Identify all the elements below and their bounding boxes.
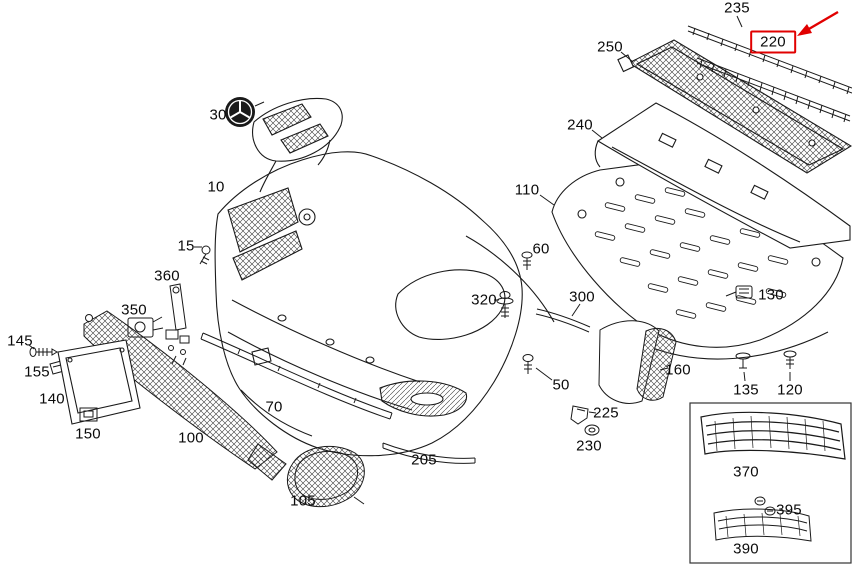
part-label-320[interactable]: 320: [471, 291, 497, 309]
sensor-hole: [277, 314, 287, 322]
seal-strip-235: [687, 25, 852, 95]
wheel-arch-trim-160: [598, 320, 677, 404]
grille-insert-390: [713, 508, 812, 542]
part-label-250[interactable]: 250: [597, 38, 623, 56]
part-label-60[interactable]: 60: [532, 240, 550, 258]
part-label-370[interactable]: 370: [733, 463, 759, 481]
tow-cap: [251, 347, 272, 366]
front-panel-240: [594, 102, 851, 249]
highlight-annotation: [797, 10, 839, 36]
part-label-145[interactable]: 145: [7, 332, 33, 350]
part-label-350[interactable]: 350: [121, 301, 147, 319]
part-label-150[interactable]: 150: [75, 425, 101, 443]
part-label-105[interactable]: 105: [290, 492, 316, 510]
clip-225: [570, 405, 597, 425]
part-label-390[interactable]: 390: [733, 540, 759, 558]
part-label-235[interactable]: 235: [724, 0, 750, 17]
sensor-hole: [325, 338, 335, 346]
trim-strip-300: [535, 303, 591, 333]
part-label-100[interactable]: 100: [178, 429, 204, 447]
screw-320: [494, 291, 514, 318]
emblem-mount-ring: [298, 208, 316, 226]
screw-120: [783, 350, 797, 381]
part-label-225[interactable]: 225: [593, 404, 619, 422]
bumper-top-grille: [252, 97, 343, 193]
screw-15: [194, 245, 211, 265]
part-label-15[interactable]: 15: [177, 237, 195, 255]
bumper-grille-hatch-upper: [227, 187, 299, 253]
grille-insert-105: [286, 445, 365, 508]
grommet-230: [584, 424, 600, 436]
clip-130: [725, 285, 753, 299]
part-label-395[interactable]: 395: [776, 501, 802, 519]
trim-strip-205: [382, 442, 476, 464]
highlight-arrowhead: [797, 24, 812, 36]
clips-395: [754, 496, 776, 516]
bolt-50: [522, 354, 553, 381]
under-shield-110: [551, 157, 844, 360]
bumper-grille-hatch-lower: [232, 230, 303, 281]
part-label-155[interactable]: 155: [24, 363, 50, 381]
part-label-120[interactable]: 120: [777, 381, 803, 399]
part-label-110[interactable]: 110: [514, 181, 540, 199]
sensor-bracket-360: [165, 283, 190, 366]
part-label-240[interactable]: 240: [567, 116, 593, 134]
bumper-cover-outline: [214, 151, 555, 457]
part-label-10[interactable]: 10: [207, 178, 225, 196]
trim-strip-70: [200, 332, 393, 420]
part-label-360[interactable]: 360: [154, 267, 180, 285]
part-label-130[interactable]: 130: [758, 286, 784, 304]
part-label-300[interactable]: 300: [569, 288, 595, 306]
license-bracket-140: [57, 339, 141, 425]
grille-insert-370: [700, 411, 846, 460]
part-label-230[interactable]: 230: [576, 437, 602, 455]
part-label-50[interactable]: 50: [552, 376, 570, 394]
star-emblem: [225, 97, 265, 127]
seal-strip-220: [696, 57, 851, 123]
part-label-220[interactable]: 220: [750, 30, 796, 54]
inset-panel: [689, 402, 852, 564]
headlamp-opening: [395, 269, 506, 340]
part-label-30[interactable]: 30: [209, 106, 227, 124]
part-label-140[interactable]: 140: [39, 390, 65, 408]
sensor-hole: [365, 356, 375, 364]
part-label-70[interactable]: 70: [265, 398, 283, 416]
part-label-160[interactable]: 160: [665, 361, 691, 379]
bolt-60: [521, 251, 533, 270]
leader-lines: [28, 15, 743, 350]
part-label-205[interactable]: 205: [411, 451, 437, 469]
part-label-135[interactable]: 135: [733, 381, 759, 399]
rivet-135: [735, 352, 751, 382]
clip-150: [79, 407, 98, 422]
bolt-145: [29, 347, 58, 357]
